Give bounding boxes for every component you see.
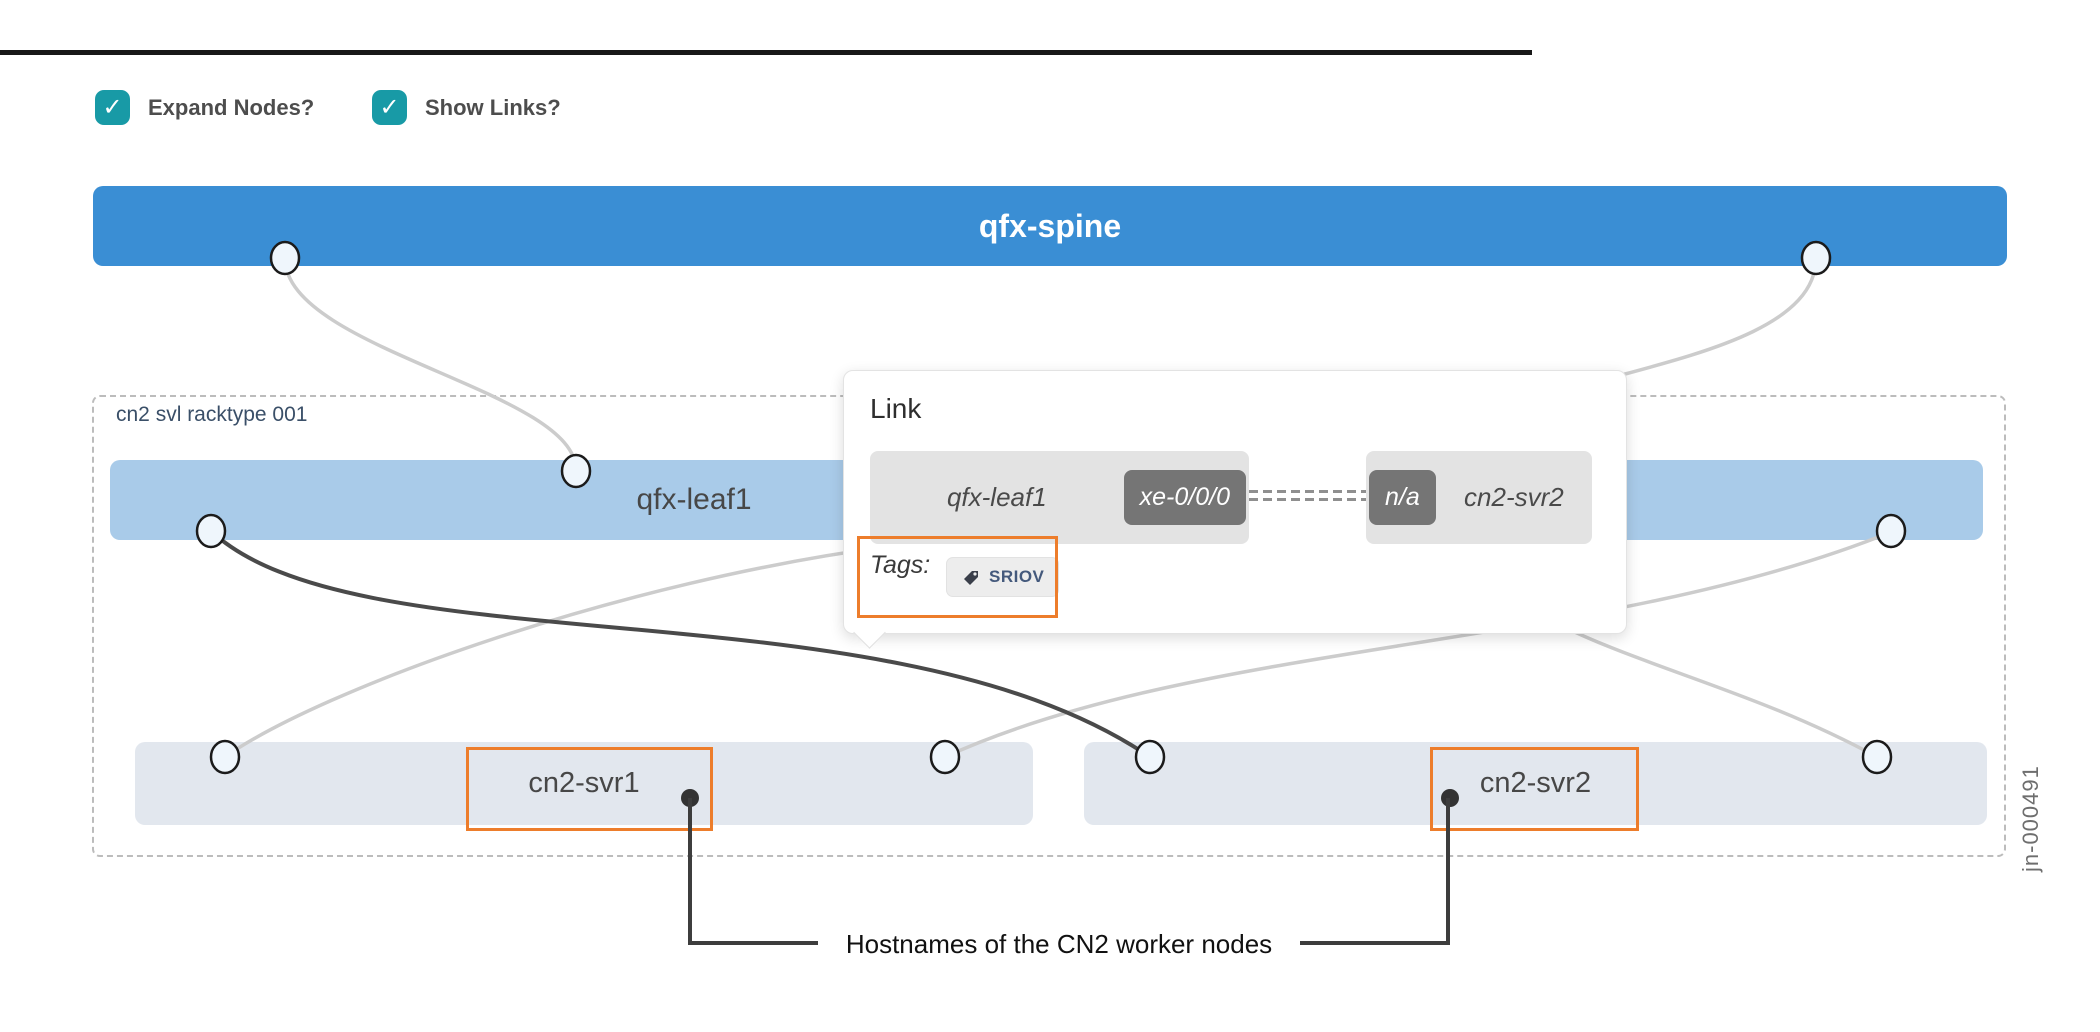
node-label-cn2-svr1: cn2-svr1 <box>528 767 640 799</box>
show-links-checkbox-group: ✓ Show Links? <box>372 90 561 125</box>
port-svr2-left[interactable] <box>1134 739 1166 775</box>
node-label-qfx-spine: qfx-spine <box>978 207 1122 244</box>
callout-dot-svr2 <box>1441 789 1459 807</box>
check-icon: ✓ <box>102 94 123 121</box>
tag-pill-sriov: SRIOV <box>946 557 1060 597</box>
callout-line-right-horizontal <box>1300 941 1448 945</box>
port-leaf-top[interactable] <box>560 453 592 489</box>
callout-text: Hostnames of the CN2 worker nodes <box>845 929 1273 959</box>
node-label-cn2-svr2: cn2-svr2 <box>1479 767 1592 799</box>
port-leaf-bottom-right[interactable] <box>1875 513 1907 549</box>
port-spine-left[interactable] <box>269 240 301 276</box>
node-label-qfx-leaf1: qfx-leaf1 <box>636 483 752 516</box>
expand-nodes-checkbox-group: ✓ Expand Nodes? <box>95 90 314 125</box>
link-connector-dash <box>1249 498 1366 501</box>
highlight-box-cn2-svr1 <box>466 747 713 831</box>
tag-icon <box>964 570 978 585</box>
figure-id: jn-000491 <box>2018 765 2043 872</box>
popup-title: Link <box>870 393 922 424</box>
link-popup: Link qfx-leaf1 xe-0/0/0 n/a cn2-svr2 Tag… <box>843 370 1627 649</box>
callout-line-left-vertical <box>688 798 692 945</box>
expand-nodes-checkbox[interactable]: ✓ <box>95 90 130 125</box>
port-leaf-bottom-left[interactable] <box>195 513 227 549</box>
link-endpoint-1: qfx-leaf1 xe-0/0/0 <box>870 451 1249 544</box>
link-spine-leaf-left[interactable] <box>283 256 578 472</box>
highlight-box-cn2-svr2 <box>1430 747 1639 831</box>
tags-label: Tags: <box>870 551 931 579</box>
port-svr2-right[interactable] <box>1861 739 1893 775</box>
link-connector <box>1249 490 1366 504</box>
callout-line-left-horizontal <box>690 941 818 945</box>
tag-text: SRIOV <box>989 567 1045 586</box>
endpoint-1-interface-badge: xe-0/0/0 <box>1123 470 1246 525</box>
port-spine-right[interactable] <box>1800 240 1832 276</box>
node-qfx-spine[interactable]: qfx-spine <box>93 186 2007 266</box>
rack-label: cn2 svl racktype 001 <box>116 403 308 426</box>
expand-nodes-label: Expand Nodes? <box>148 94 315 120</box>
show-links-checkbox[interactable]: ✓ <box>372 90 407 125</box>
show-links-label: Show Links? <box>425 94 561 120</box>
highlight-box-tags <box>857 536 1058 618</box>
node-cn2-svr1[interactable]: cn2-svr1 <box>135 742 1033 825</box>
link-connector-dash <box>1249 490 1366 493</box>
check-icon: ✓ <box>379 94 400 121</box>
node-cn2-svr2[interactable]: cn2-svr2 <box>1084 742 1987 825</box>
link-endpoint-2: n/a cn2-svr2 <box>1366 451 1592 544</box>
callout-line-right-vertical <box>1446 798 1450 945</box>
endpoint-1-device: qfx-leaf1 <box>946 482 1047 512</box>
endpoint-2-interface-badge: n/a <box>1369 470 1436 525</box>
figure-crop-line <box>0 50 1532 55</box>
link-leaf-svr2-selected[interactable] <box>209 529 1152 759</box>
endpoint-2-device: cn2-svr2 <box>1464 482 1564 512</box>
port-svr1-left[interactable] <box>209 739 241 775</box>
link-leaf-svr1-left[interactable] <box>223 543 902 759</box>
port-svr1-right[interactable] <box>929 739 961 775</box>
